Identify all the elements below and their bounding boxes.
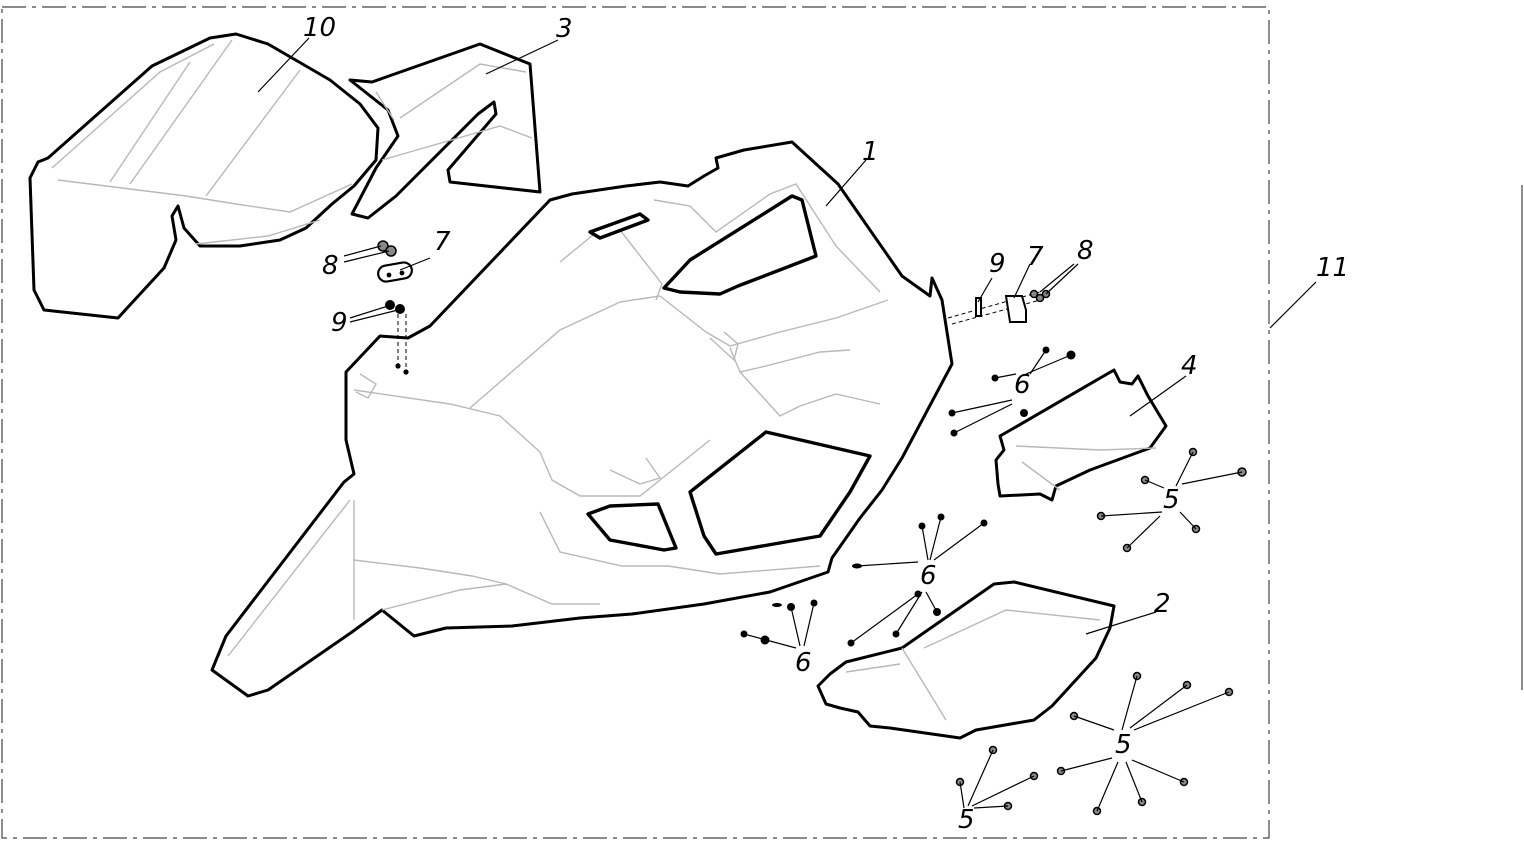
assembly-frame [1, 6, 1523, 839]
callout-leaders [257, 37, 1317, 635]
part-4-lower-panel [994, 368, 1168, 502]
callout-10: 10 [303, 13, 336, 43]
part-2-belly-panel [816, 580, 1116, 740]
callout-3: 3 [556, 14, 573, 44]
part-1-fairing [210, 140, 954, 698]
callout-6-middle: 6 [920, 561, 937, 591]
callout-8-right: 8 [1077, 236, 1094, 266]
callout-1: 1 [862, 137, 879, 167]
callout-7-right: 7 [1027, 242, 1044, 272]
callout-2: 2 [1154, 589, 1171, 619]
part-10-windshield [28, 32, 380, 320]
callout-9-left: 9 [331, 308, 348, 338]
callout-6-bottom: 6 [795, 648, 812, 678]
callout-9-right: 9 [989, 249, 1006, 279]
callout-5-upper: 5 [1163, 485, 1180, 515]
callout-labels: 10 3 1 7 8 9 9 7 8 11 6 4 5 6 2 6 5 5 [303, 13, 1349, 835]
hardware-left-cluster [377, 240, 413, 375]
callout-5-bottom: 5 [958, 805, 975, 835]
callout-7-left: 7 [434, 227, 451, 257]
callout-4: 4 [1181, 351, 1198, 381]
part-3-deflector [348, 42, 542, 220]
fasteners-item-6 [740, 346, 1076, 649]
callout-6-top: 6 [1014, 370, 1031, 400]
callout-5-lower-right: 5 [1115, 730, 1132, 760]
callout-11: 11 [1316, 253, 1349, 283]
callout-8-left: 8 [322, 251, 339, 281]
fasteners-item-5 [955, 447, 1247, 816]
hardware-right-cluster [947, 289, 1051, 325]
